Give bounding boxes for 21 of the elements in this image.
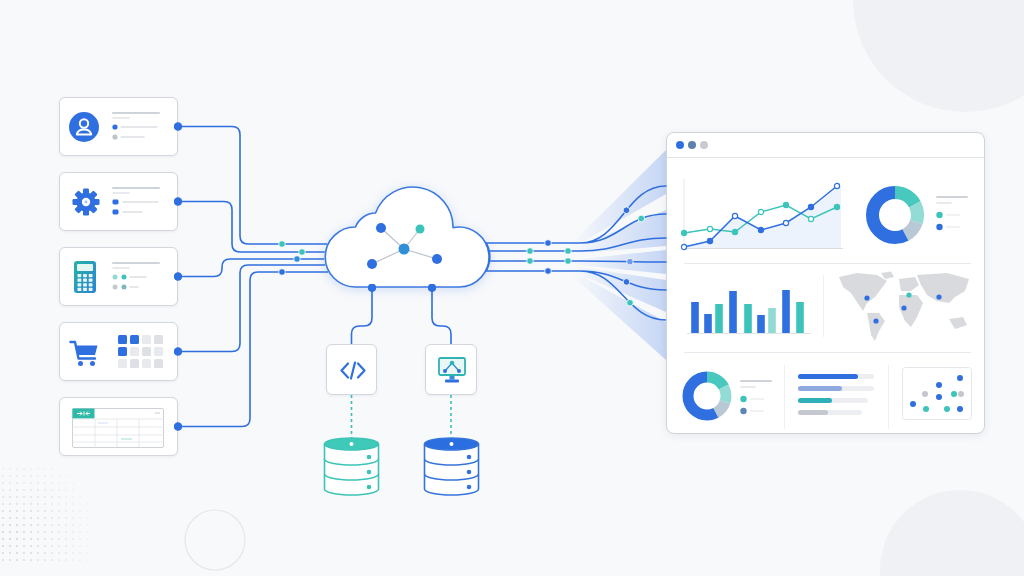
connector-line — [350, 283, 377, 345]
connector-line — [173, 264, 327, 356]
source-card — [59, 97, 178, 156]
dashed-connector — [350, 394, 353, 439]
source-card — [59, 172, 178, 231]
connector-line — [427, 283, 452, 345]
icon-tile — [326, 344, 377, 395]
database-cylinder — [323, 436, 380, 497]
source-card — [59, 322, 178, 381]
icon-tile — [425, 344, 477, 395]
dashboard-window — [666, 132, 985, 434]
connector-line — [173, 271, 330, 431]
connector-line — [173, 258, 326, 281]
dashed-connector — [450, 394, 452, 439]
source-card — [59, 247, 178, 306]
connector-line — [173, 122, 328, 245]
connector-line — [173, 197, 326, 253]
cloud-shape — [323, 185, 491, 289]
database-cylinder — [423, 436, 480, 497]
connector-line — [485, 185, 667, 321]
source-card — [59, 397, 178, 456]
